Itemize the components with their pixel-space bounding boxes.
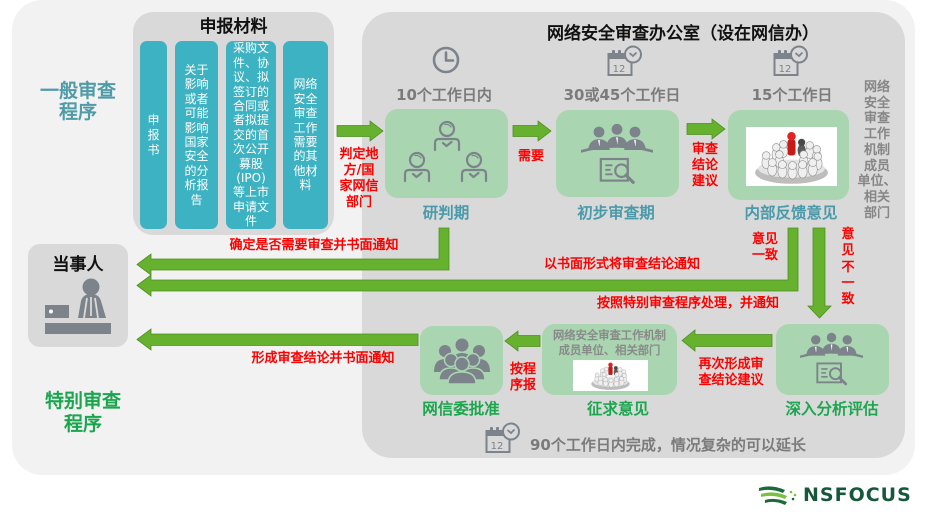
material-procurement-documents: 采购文 件、协 议、拟 签订的 合同或 者拟提 交的首 次公开 募股 (IPO)… — [226, 41, 276, 229]
stage-name: 内部反馈意见 — [744, 204, 838, 222]
stage-time-limit: 10个工作日内 — [396, 86, 492, 104]
flow-label-needed: 需要 — [517, 149, 544, 164]
flow-label-agree: 意见 一致 — [751, 232, 778, 263]
group-icon — [434, 338, 490, 384]
solicit-opinions-detail: 网络安全审查工作机制 成员单位、相关部门 — [553, 329, 666, 357]
arrow-deep-analysis-to-solicit — [681, 329, 773, 352]
arrow-notify-conclusion — [136, 227, 799, 297]
calendar-day-number: 12 — [491, 441, 504, 452]
special-procedure-label: 特别审查 程序 — [44, 390, 121, 435]
stage-name: 研判期 — [422, 204, 470, 222]
flow-label-conclusion-suggestion: 审查 结论 建议 — [691, 142, 718, 189]
arrow-disagree-to-deep-analysis — [807, 227, 832, 319]
calendar-clock-icon: 12 — [607, 45, 642, 76]
calendar-day-number: 12 — [779, 64, 792, 75]
stage-time-limit: 15个工作日 — [751, 86, 833, 104]
arrow-notify-whether-review — [136, 227, 450, 276]
stage-box-assessment — [385, 109, 508, 198]
materials-title: 申报材料 — [199, 17, 268, 37]
general-procedure-label: 一般审查 程序 — [39, 80, 116, 123]
flow-label-final-notify: 形成审查结论并书面通知 — [251, 351, 395, 366]
material-security-impact-report: 关于 影响 或者 可能 影响 国家 安全 的分 析报 告 — [175, 41, 218, 229]
flow-label-report-per-procedure: 按程 序报 — [509, 362, 536, 393]
crowd-image — [573, 360, 648, 391]
material-other-documents: 网络 安全 审查 工作 需要 的其 他材 料 — [283, 41, 328, 229]
nsfocus-logo-mark — [759, 486, 797, 505]
material-application-form: 申 报 书 — [140, 41, 167, 229]
arrow-submit-to-assessment — [336, 120, 384, 142]
arrow-assessment-to-preliminary — [512, 120, 552, 142]
stage-name: 征求意见 — [586, 400, 649, 418]
stage-name: 初步审查期 — [577, 204, 655, 222]
stage-name: 网信委批准 — [422, 400, 500, 418]
flow-label-disagree: 意 见 不 一 致 — [841, 227, 855, 308]
flow-label-notify-conclusion: 以书面形式将审查结论通知 — [543, 257, 700, 272]
review-office-title: 网络安全审查办公室（设在网信办） — [547, 24, 819, 44]
calendar-clock-icon: 12 — [485, 422, 520, 453]
calendar-clock-icon: 12 — [773, 45, 808, 76]
stage-time-limit: 30或45个工作日 — [563, 86, 681, 104]
nsfocus-logo-text: NSFOCUS — [803, 484, 912, 506]
flow-label-reform-conclusion: 再次形成审 查结论建议 — [698, 357, 764, 388]
reviewers-check-icon — [403, 120, 488, 183]
stage-name: 深入分析评估 — [785, 400, 879, 418]
member-units-note: 网络 安全 审查 工作 机制 成员 单位、 相关 部门 — [857, 80, 897, 221]
flow-label-special-procedure-notify: 按照特别审查程序处理，并通知 — [596, 296, 779, 311]
flow-label-notify-whether-review: 确定是否需要审查并书面通知 — [229, 238, 399, 253]
person-at-desk-icon — [45, 278, 111, 334]
arrow-solicit-to-approval — [504, 330, 541, 352]
clock-icon — [432, 46, 460, 74]
arrow-final-notify — [136, 328, 419, 351]
flow-label-decide-dept: 判定地 方/国 家网信 部门 — [339, 147, 379, 210]
arrow-preliminary-to-feedback — [686, 118, 726, 140]
party-label: 当事人 — [52, 255, 104, 275]
calendar-day-number: 12 — [613, 64, 626, 75]
crowd-image — [746, 127, 837, 186]
special-duration-note: 90个工作日内完成，情况复杂的可以延长 — [530, 436, 806, 454]
